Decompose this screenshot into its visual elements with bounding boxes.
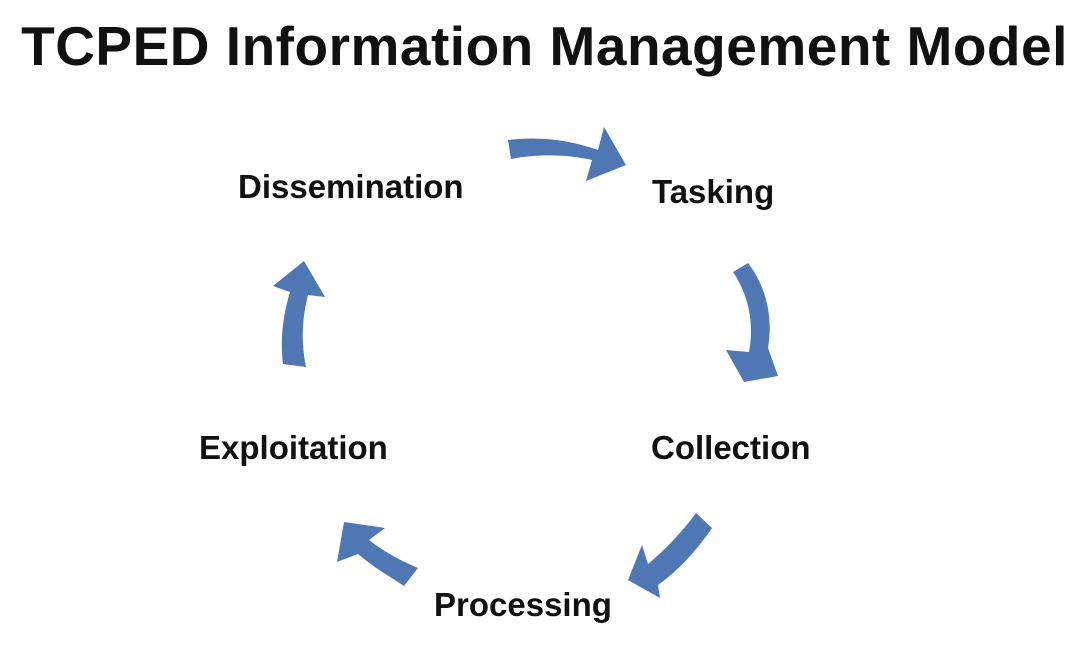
arrow-tasking-to-collection <box>726 263 778 382</box>
stage-tasking-label: Tasking <box>652 173 775 210</box>
arrow-exploitation-to-dissemination <box>273 261 325 367</box>
arrow-dissemination-to-tasking <box>508 127 626 181</box>
stage-processing-label: Processing <box>434 586 612 623</box>
diagram-title: TCPED Information Management Model <box>21 15 1068 77</box>
stage-dissemination-label: Dissemination <box>238 168 464 205</box>
stage-collection-label: Collection <box>651 429 811 466</box>
arrow-collection-to-processing <box>628 513 712 598</box>
arrow-processing-to-exploitation <box>337 522 418 586</box>
stage-exploitation-label: Exploitation <box>199 429 388 466</box>
